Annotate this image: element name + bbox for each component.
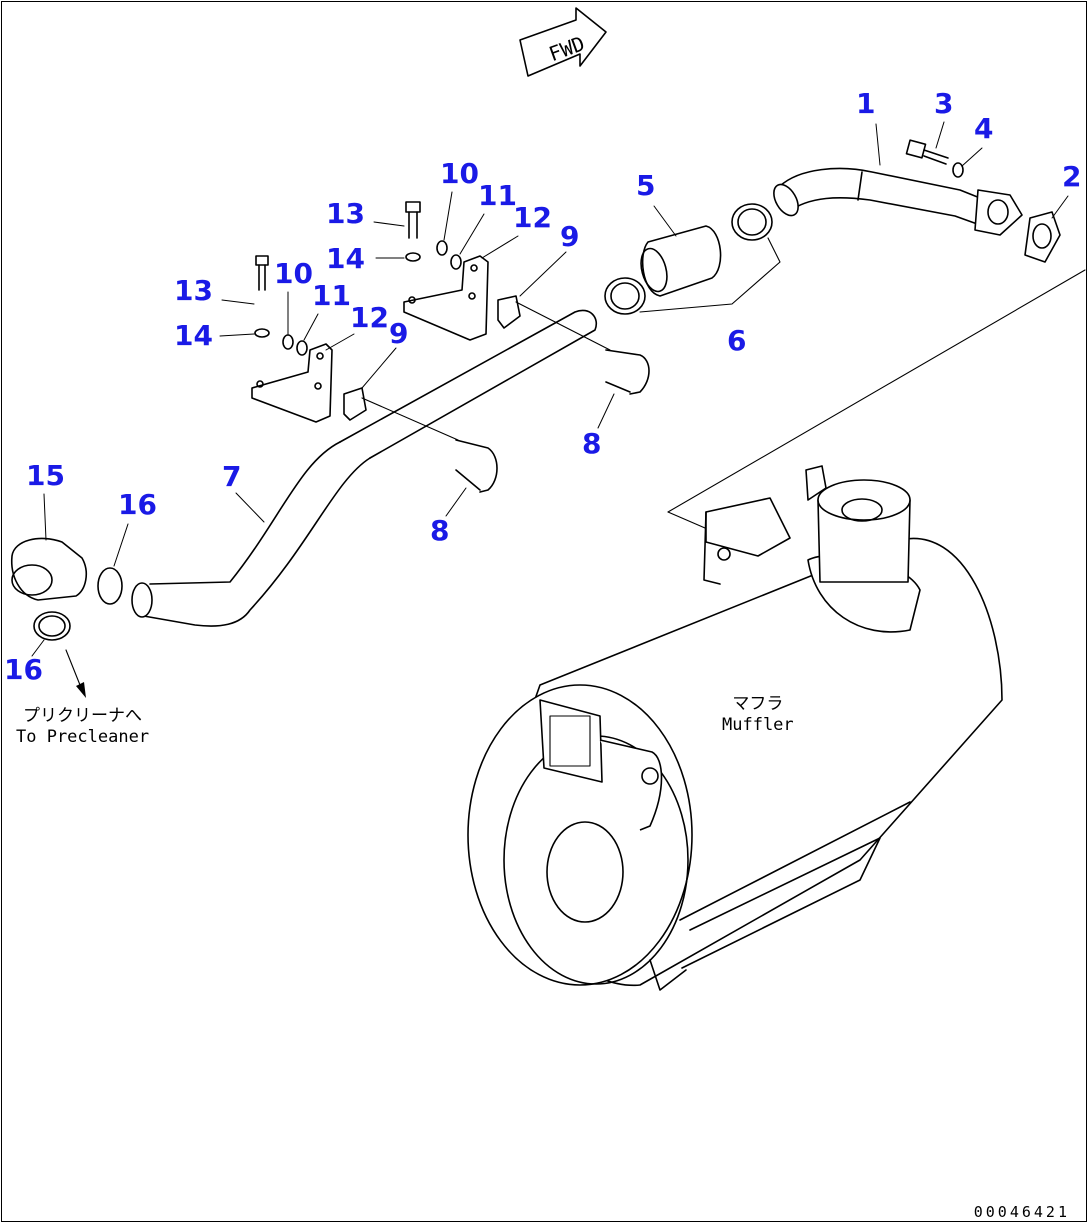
callout-4: 4	[974, 112, 994, 145]
callout-15: 15	[26, 459, 65, 492]
callout-3: 3	[934, 87, 954, 120]
ubolt-leader-lines	[361, 301, 611, 441]
callout-14-lower: 14	[174, 319, 213, 352]
callout-9-lower: 9	[389, 317, 409, 350]
part-16-clamps	[33, 567, 123, 698]
part-5-hose	[640, 225, 722, 297]
callout-5: 5	[636, 169, 656, 202]
callout-16-lower: 16	[4, 653, 43, 686]
callout-11-lower: 11	[312, 279, 351, 312]
callout-9-upper: 9	[560, 220, 580, 253]
fwd-arrow-icon: FWD	[519, 7, 607, 77]
washers-lower	[254, 328, 308, 356]
drawing-id: 00046421	[973, 1203, 1070, 1221]
callout-16-upper: 16	[118, 488, 157, 521]
part-4-washer	[952, 162, 964, 178]
callout-6: 6	[727, 324, 747, 357]
muffler-label: マフラ Muffler	[722, 694, 794, 737]
callout-11-upper: 11	[478, 179, 517, 212]
part-12-bracket-upper	[403, 255, 489, 341]
part-8-ubolt-upper	[605, 349, 650, 395]
precleaner-note-jp: プリクリーナへ	[23, 706, 143, 726]
washers-upper	[405, 240, 462, 270]
callout-8-upper: 8	[582, 427, 602, 460]
callout-8-lower: 8	[430, 514, 450, 547]
part-3-bolt	[905, 139, 949, 165]
muffler	[467, 269, 1086, 991]
callout-2: 2	[1062, 160, 1082, 193]
part-8-ubolt-lower	[455, 439, 498, 493]
part-7-pipe	[131, 309, 597, 627]
part-13-bolt-lower	[255, 255, 269, 291]
part-1-pipe	[773, 167, 1023, 236]
part-13-bolt-upper	[405, 201, 421, 239]
part-9-pad-upper	[497, 295, 521, 329]
part-12-bracket-lower	[251, 343, 333, 423]
callout-10-upper: 10	[440, 157, 479, 190]
precleaner-note-en: To Precleaner	[16, 727, 150, 748]
part-6-clamps	[604, 203, 781, 315]
callout-13-lower: 13	[174, 274, 213, 307]
part-15-elbow	[11, 537, 88, 601]
callout-7: 7	[222, 460, 242, 493]
part-2-gasket	[1024, 211, 1061, 263]
callout-12-upper: 12	[513, 201, 552, 234]
part-9-pad-lower	[343, 387, 367, 421]
callout-1: 1	[856, 87, 876, 120]
callout-13-upper: 13	[326, 197, 365, 230]
callout-12-lower: 12	[350, 301, 389, 334]
callout-14-upper: 14	[326, 242, 365, 275]
callout-10-lower: 10	[274, 257, 313, 290]
precleaner-note: プリクリーナへ To Precleaner	[16, 706, 149, 749]
muffler-label-jp: マフラ	[732, 694, 784, 714]
muffler-label-en: Muffler	[722, 715, 794, 736]
